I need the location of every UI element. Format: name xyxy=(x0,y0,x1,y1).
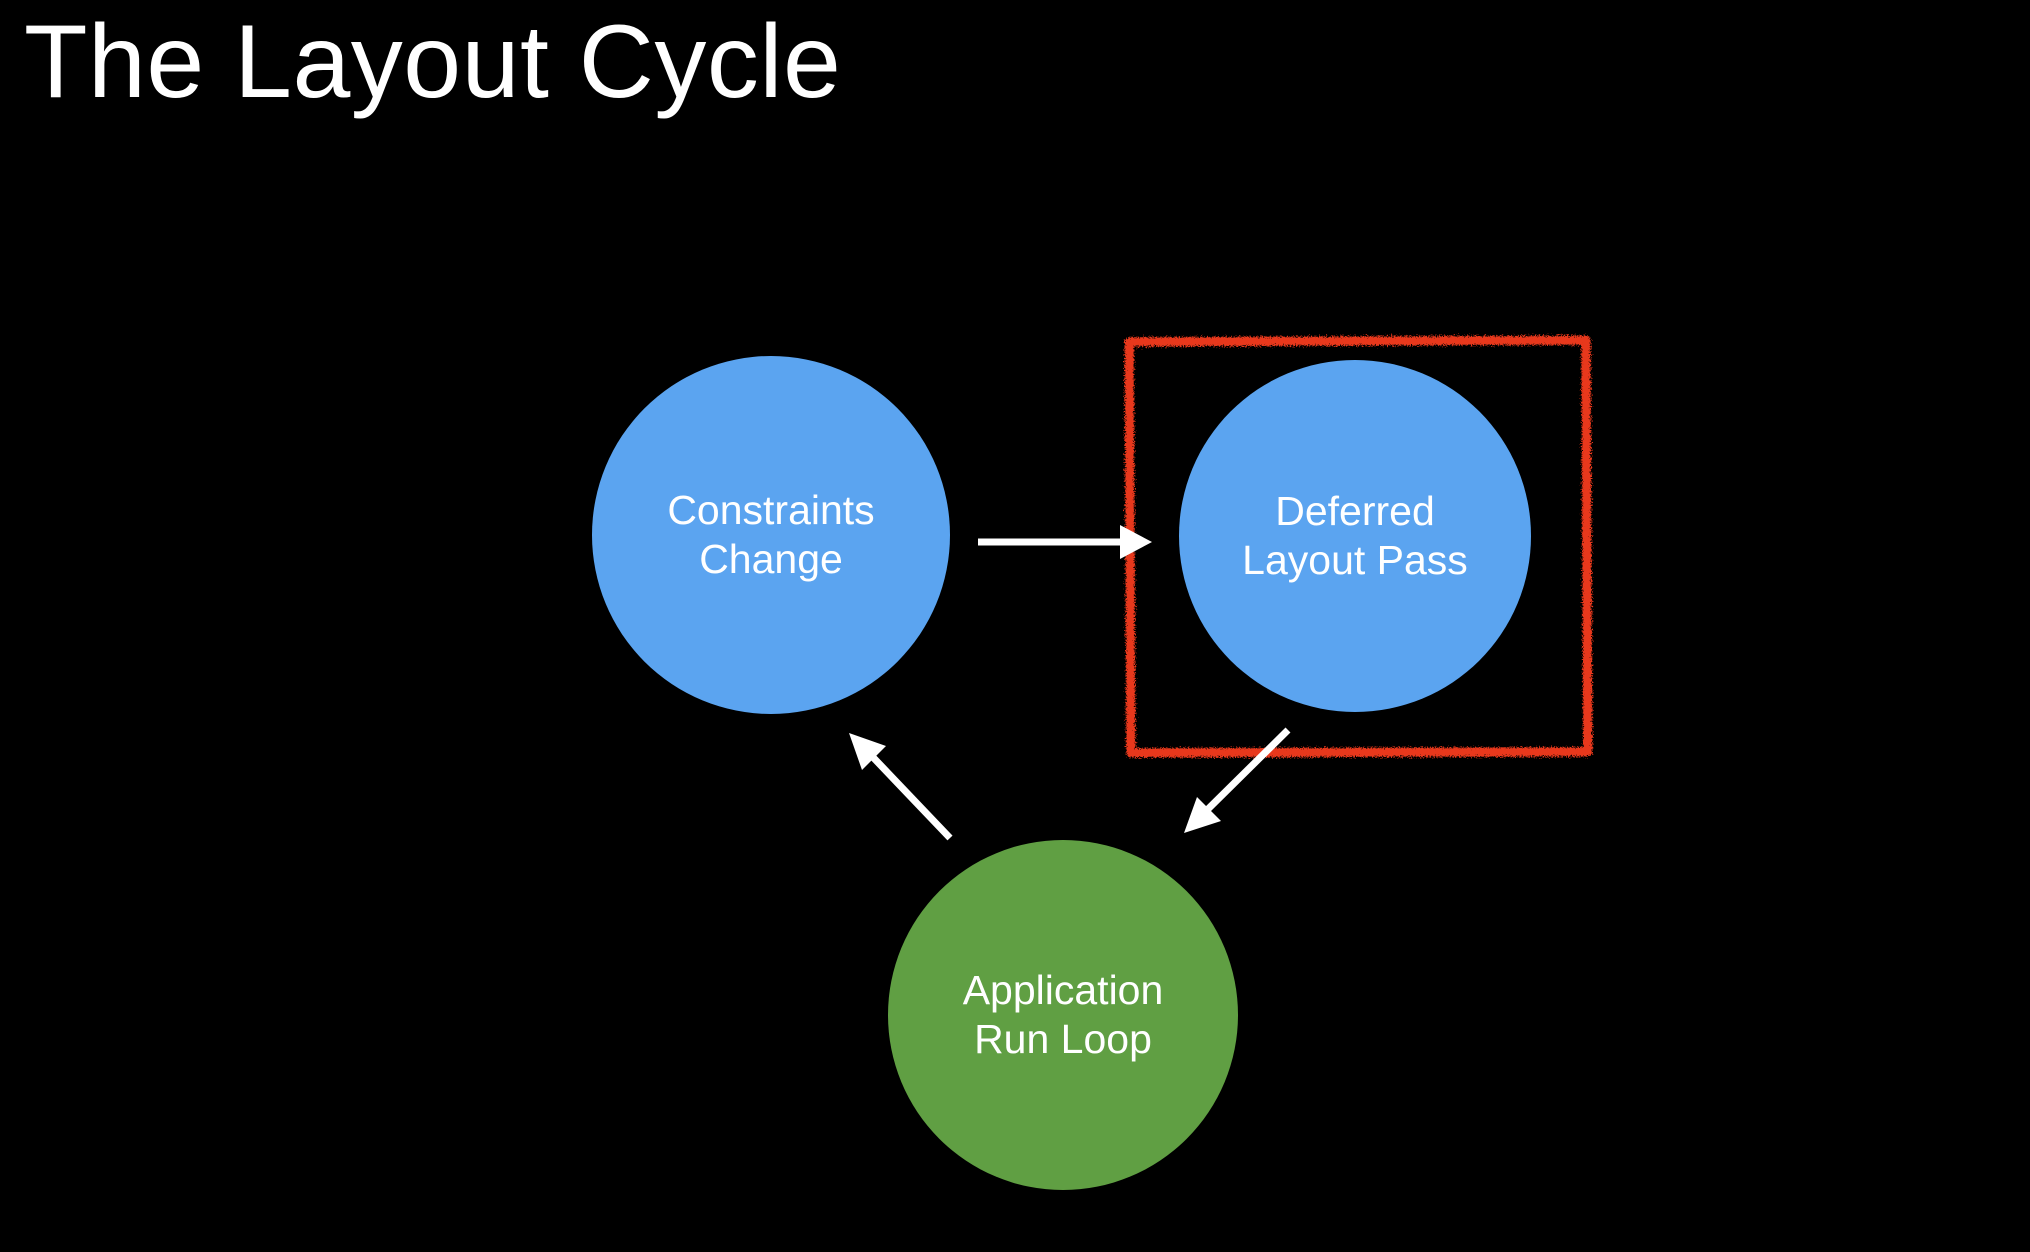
node-application-run-loop[interactable]: Application Run Loop xyxy=(888,840,1238,1190)
node-deferred-layout-pass[interactable]: Deferred Layout Pass xyxy=(1179,360,1531,712)
node-deferred-layout-pass-label: Deferred Layout Pass xyxy=(1242,487,1468,583)
edge-deferred-to-runloop-icon xyxy=(1184,727,1291,833)
node-application-run-loop-label: Application Run Loop xyxy=(962,966,1164,1062)
edge-constraints-to-deferred-icon xyxy=(978,525,1152,559)
page-title: The Layout Cycle xyxy=(24,4,842,120)
node-constraints-change-label: Constraints Change xyxy=(667,486,875,582)
edge-runloop-to-constraints-icon xyxy=(849,733,953,841)
node-constraints-change[interactable]: Constraints Change xyxy=(592,356,950,714)
